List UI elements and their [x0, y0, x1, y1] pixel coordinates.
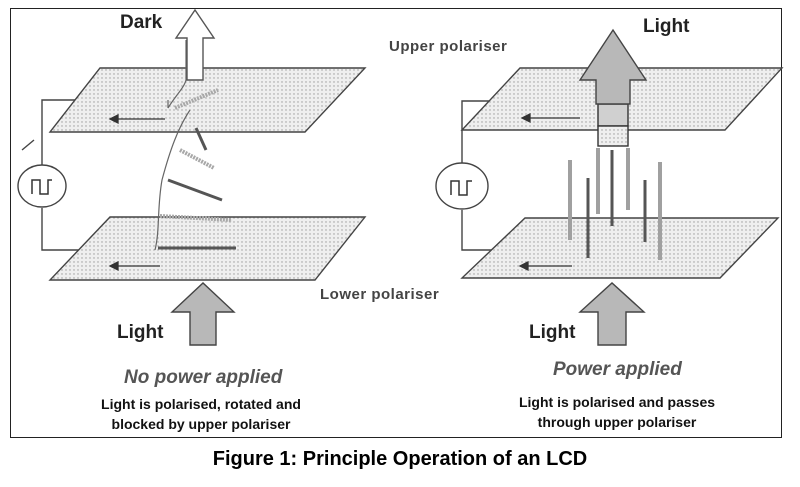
right-input-light-arrow-icon: [578, 282, 646, 346]
figure-caption: Figure 1: Principle Operation of an LCD: [212, 448, 588, 470]
right-description: Light is polarised and passes through up…: [482, 392, 752, 432]
right-lower-polarisation-arrow-icon: [518, 260, 572, 272]
right-input-light-label: Light: [529, 322, 576, 343]
left-liquid-crystal-molecules: [158, 88, 236, 250]
light-output-arrow-icon: [578, 28, 648, 105]
light-passing-column: [597, 103, 629, 147]
left-lower-polarisation-arrow-icon: [108, 260, 160, 272]
left-circuit-wire: [21, 99, 90, 251]
right-lower-polariser-plate: [460, 217, 780, 279]
lower-polariser-label: Lower polariser: [320, 286, 440, 303]
left-crystal-twist-path: [154, 40, 191, 251]
left-description: Light is polarised, rotated and blocked …: [70, 394, 332, 434]
left-input-light-arrow-icon: [170, 282, 236, 346]
left-square-wave-source-icon: [17, 164, 67, 208]
right-description-line2: through upper polariser: [537, 414, 697, 430]
left-upper-polarisation-arrow-icon: [108, 113, 165, 125]
left-upper-polariser-plate: [48, 67, 367, 133]
right-square-wave-source-icon: [435, 162, 489, 210]
right-upper-polarisation-arrow-icon: [520, 112, 580, 124]
left-input-light-label: Light: [117, 322, 164, 343]
upper-polariser-label: Upper polariser: [389, 38, 508, 55]
left-description-line2: blocked by upper polariser: [111, 416, 291, 432]
left-description-line1: Light is polarised, rotated and: [101, 396, 301, 412]
left-state-label: No power applied: [124, 367, 283, 388]
right-liquid-crystal-molecules: [568, 148, 662, 260]
dark-label: Dark: [120, 12, 163, 33]
light-output-label: Light: [643, 16, 690, 37]
figure-frame: [10, 8, 782, 438]
right-state-label: Power applied: [553, 359, 682, 380]
right-description-line1: Light is polarised and passes: [518, 394, 716, 410]
dark-light-arrow-icon: [174, 8, 216, 81]
